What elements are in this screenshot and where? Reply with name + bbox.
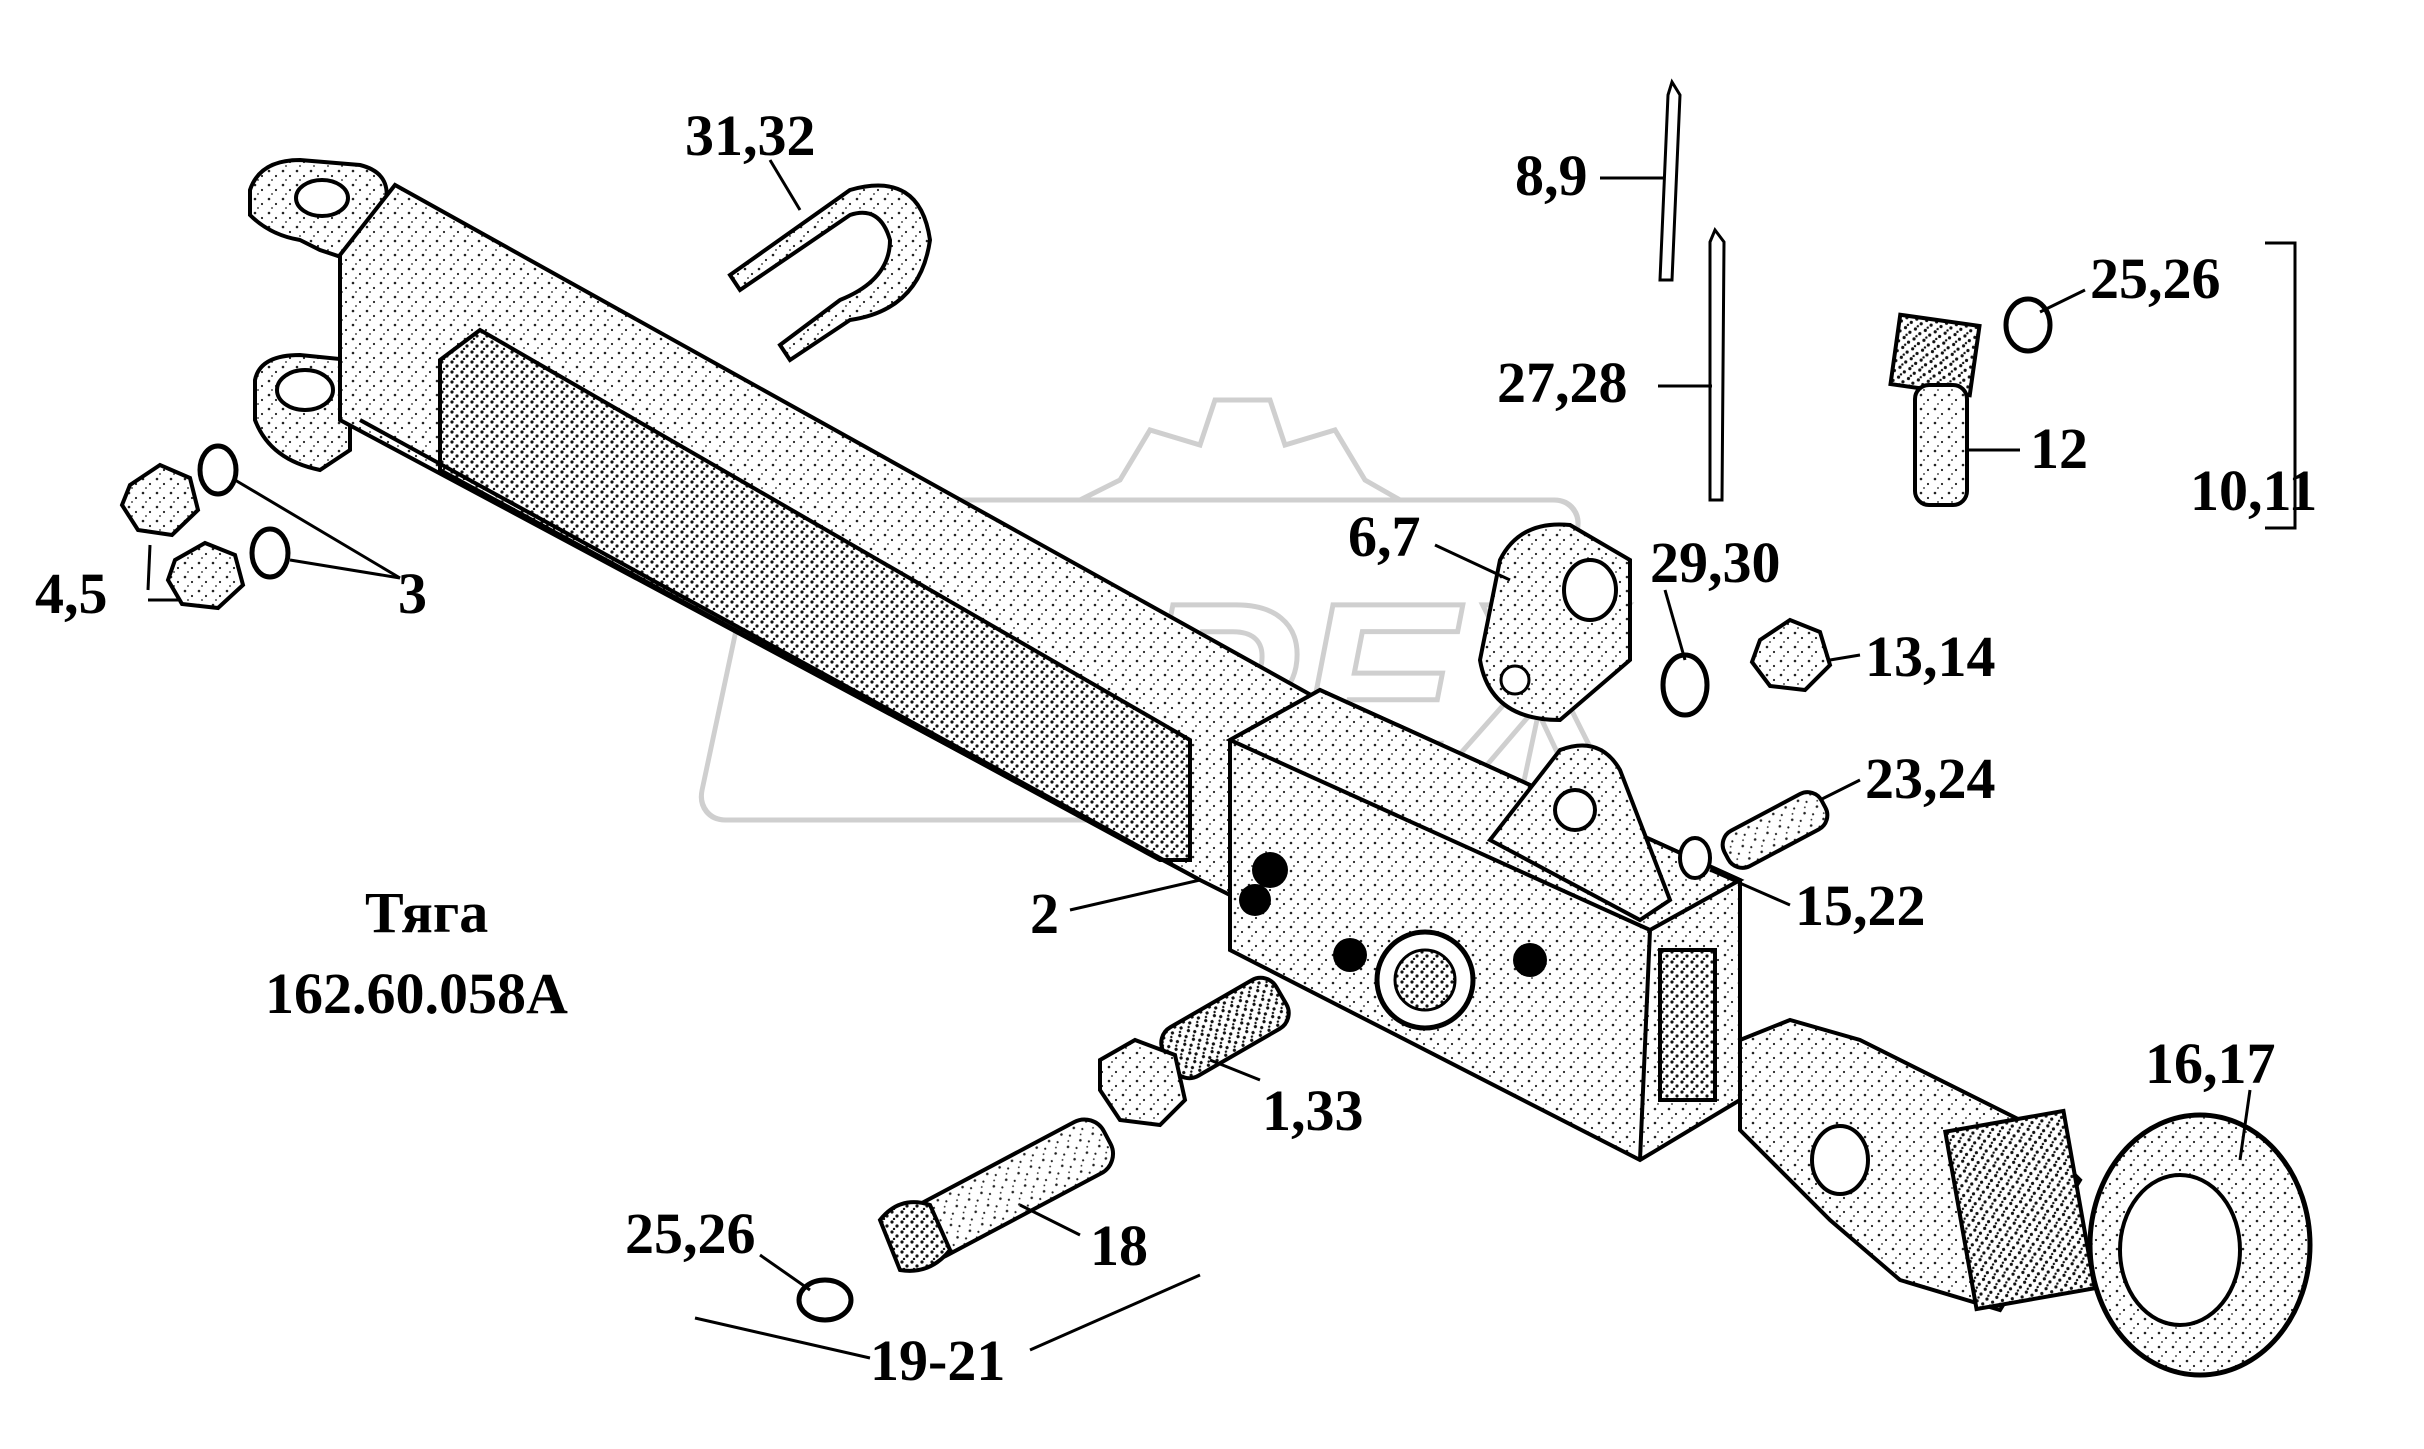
rod-assembly-2 — [248, 157, 1745, 1163]
callout-labels: 31,32 8,9 27,28 25,26 12 10,11 6,7 29,30… — [35, 103, 2317, 1393]
outer-tube-slot — [438, 327, 1192, 862]
leader-25-26-bottom — [759, 1253, 811, 1292]
label-23-24: 23,24 — [1865, 746, 1996, 811]
label-10-11: 10,11 — [2190, 458, 2317, 523]
washer-25-26-top — [2003, 296, 2053, 354]
leader-23-24 — [1819, 778, 1861, 802]
pin-18-head — [877, 1200, 953, 1273]
diagram-title: Тяга 162.60.058А — [265, 880, 568, 1026]
bracket-6-7-bore — [1562, 558, 1618, 622]
leader-18 — [1019, 1203, 1081, 1237]
label-25-26-top: 25,26 — [2090, 246, 2221, 311]
eye-end-ring-inner — [2118, 1173, 2242, 1327]
label-29-30: 29,30 — [1650, 530, 1781, 595]
label-15-22: 15,22 — [1795, 873, 1926, 938]
title-line-1: Тяга — [365, 880, 488, 945]
washer-3-a — [197, 443, 239, 497]
fork-hole-upper — [294, 178, 350, 218]
pin-12-shank — [1913, 383, 1969, 507]
cotter-pin-8-9 — [1658, 78, 1682, 282]
pin-12 — [1888, 312, 1982, 507]
leader-13-14 — [1829, 653, 1861, 662]
leader-1-33 — [1209, 1058, 1261, 1082]
label-31-32: 31,32 — [685, 103, 816, 168]
block-lug — [1486, 743, 1673, 923]
watermark-gear-icon — [1078, 397, 1410, 503]
eye-end-arm-hole — [1810, 1124, 1870, 1196]
leader-16-17 — [2238, 1089, 2252, 1161]
leader-19-21-left — [694, 1316, 871, 1360]
label-6-7: 6,7 — [1348, 504, 1421, 569]
fork-hole-lower — [275, 368, 335, 412]
sliding-block-window — [1658, 948, 1717, 1102]
leader-15-22 — [1709, 868, 1791, 907]
leader-lines — [146, 159, 2297, 1360]
leader-4-5-a — [146, 544, 152, 591]
block-hole-2 — [1239, 884, 1271, 916]
leader-2 — [1069, 878, 1201, 912]
block-lug-hole — [1553, 788, 1597, 832]
block-hole-4 — [1513, 943, 1547, 977]
label-12: 12 — [2030, 416, 2088, 481]
label-8-9: 8,9 — [1515, 143, 1588, 208]
nut-13-14 — [1749, 617, 1833, 693]
washer-25-26-bottom — [796, 1277, 854, 1323]
eye-end-16-17 — [1738, 1017, 2313, 1378]
cotter-pin-8-9-shape — [1658, 78, 1682, 282]
nut-4-5-a — [119, 462, 201, 538]
bracket-6-7-hole — [1499, 664, 1531, 696]
label-2: 2 — [1030, 881, 1059, 946]
washer-29-30 — [1660, 652, 1710, 718]
bracket-6-7 — [1477, 522, 1632, 723]
leader-29-30 — [1663, 589, 1687, 661]
leader-19-21-right — [1029, 1273, 1201, 1352]
label-27-28: 27,28 — [1497, 350, 1628, 415]
leader-3-a — [234, 478, 401, 580]
bolt-1-33-head — [1098, 1037, 1188, 1128]
label-18: 18 — [1090, 1213, 1148, 1278]
cotter-pin-27-28-shape — [1708, 227, 1726, 502]
pin-23-24 — [1720, 790, 1830, 870]
bracket-10-11 — [2265, 241, 2297, 530]
outer-tube-edge — [359, 418, 1201, 882]
title-line-2: 162.60.058А — [265, 961, 568, 1026]
block-hole-1 — [1252, 852, 1288, 888]
nut-4-5-b — [165, 540, 246, 611]
label-4-5: 4,5 — [35, 561, 108, 626]
u-bolt-31-32 — [727, 183, 933, 363]
leader-25-26-top — [2039, 288, 2086, 314]
label-16-17: 16,17 — [2145, 1031, 2276, 1096]
eye-end-clamp — [1942, 1108, 2098, 1312]
u-bolt-shape — [727, 183, 933, 363]
cotter-pin-27-28 — [1708, 227, 1726, 502]
bolt-1-33 — [1098, 975, 1291, 1128]
block-hole-3 — [1333, 938, 1367, 972]
label-19-21: 19-21 — [870, 1328, 1005, 1393]
washer-3-b — [249, 526, 291, 580]
label-3: 3 — [398, 561, 427, 626]
sliding-block-edge — [1638, 929, 1652, 1161]
leader-3-b — [289, 558, 401, 580]
label-1-33: 1,33 — [1262, 1078, 1364, 1143]
label-13-14: 13,14 — [1865, 624, 1996, 689]
pin-18 — [877, 1117, 1115, 1273]
label-25-26-bottom: 25,26 — [625, 1201, 756, 1266]
washer-15-22 — [1678, 836, 1712, 880]
block-spline-inner — [1393, 948, 1457, 1012]
leader-6-7 — [1434, 543, 1511, 582]
leader-31-32 — [768, 159, 802, 211]
